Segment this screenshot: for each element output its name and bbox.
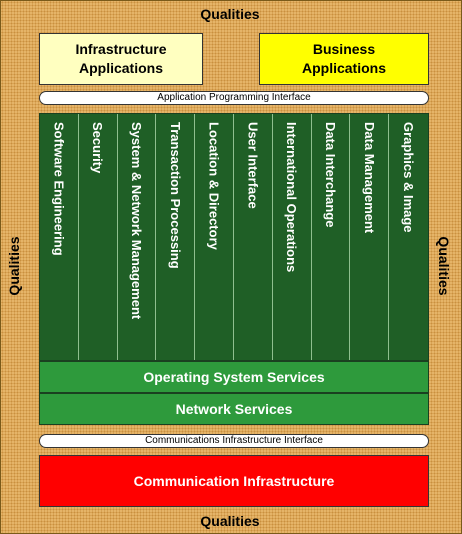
service-label: Location & Directory	[206, 122, 222, 250]
network-services-band: Network Services	[39, 393, 429, 425]
service-label: User Interface	[245, 122, 261, 209]
application-programming-interface: Application Programming Interface	[39, 91, 429, 105]
service-column: Graphics & Image	[389, 114, 428, 360]
service-label: Security	[90, 122, 106, 174]
communication-infrastructure-box: Communication Infrastructure	[39, 455, 429, 507]
service-label: International Operations	[284, 122, 300, 273]
qualities-label-top: Qualities	[200, 6, 260, 22]
service-column: System & Network Management	[118, 114, 157, 360]
service-column: Data Management	[350, 114, 390, 360]
qualities-label-left: Qualities	[6, 236, 22, 296]
service-column: Security	[79, 114, 118, 360]
qualities-label-right: Qualities	[436, 236, 452, 296]
business-applications-label: Business Applications	[301, 41, 386, 76]
service-column: International Operations	[273, 114, 312, 360]
service-label: System & Network Management	[128, 122, 144, 320]
service-column: Software Engineering	[40, 114, 79, 360]
platform-services-area: Software Engineering Security System & Net…	[39, 113, 429, 361]
service-column: Location & Directory	[195, 114, 234, 360]
service-column: User Interface	[234, 114, 273, 360]
service-label: Graphics & Image	[401, 122, 417, 233]
qualities-label-bottom: Qualities	[200, 513, 260, 529]
operating-system-services-band: Operating System Services	[39, 361, 429, 393]
service-column: Data Interchange	[312, 114, 351, 360]
service-label: Transaction Processing	[167, 122, 183, 269]
infrastructure-applications-box: Infrastructure Applications	[39, 33, 203, 85]
business-applications-box: Business Applications	[259, 33, 429, 85]
communications-infrastructure-interface: Communications Infrastructure Interface	[39, 434, 429, 448]
service-label: Data Management	[361, 122, 377, 234]
service-label: Software Engineering	[51, 122, 67, 256]
service-column: Transaction Processing	[156, 114, 196, 360]
infrastructure-applications-label: Infrastructure Applications	[75, 41, 167, 76]
service-label: Data Interchange	[322, 122, 338, 228]
